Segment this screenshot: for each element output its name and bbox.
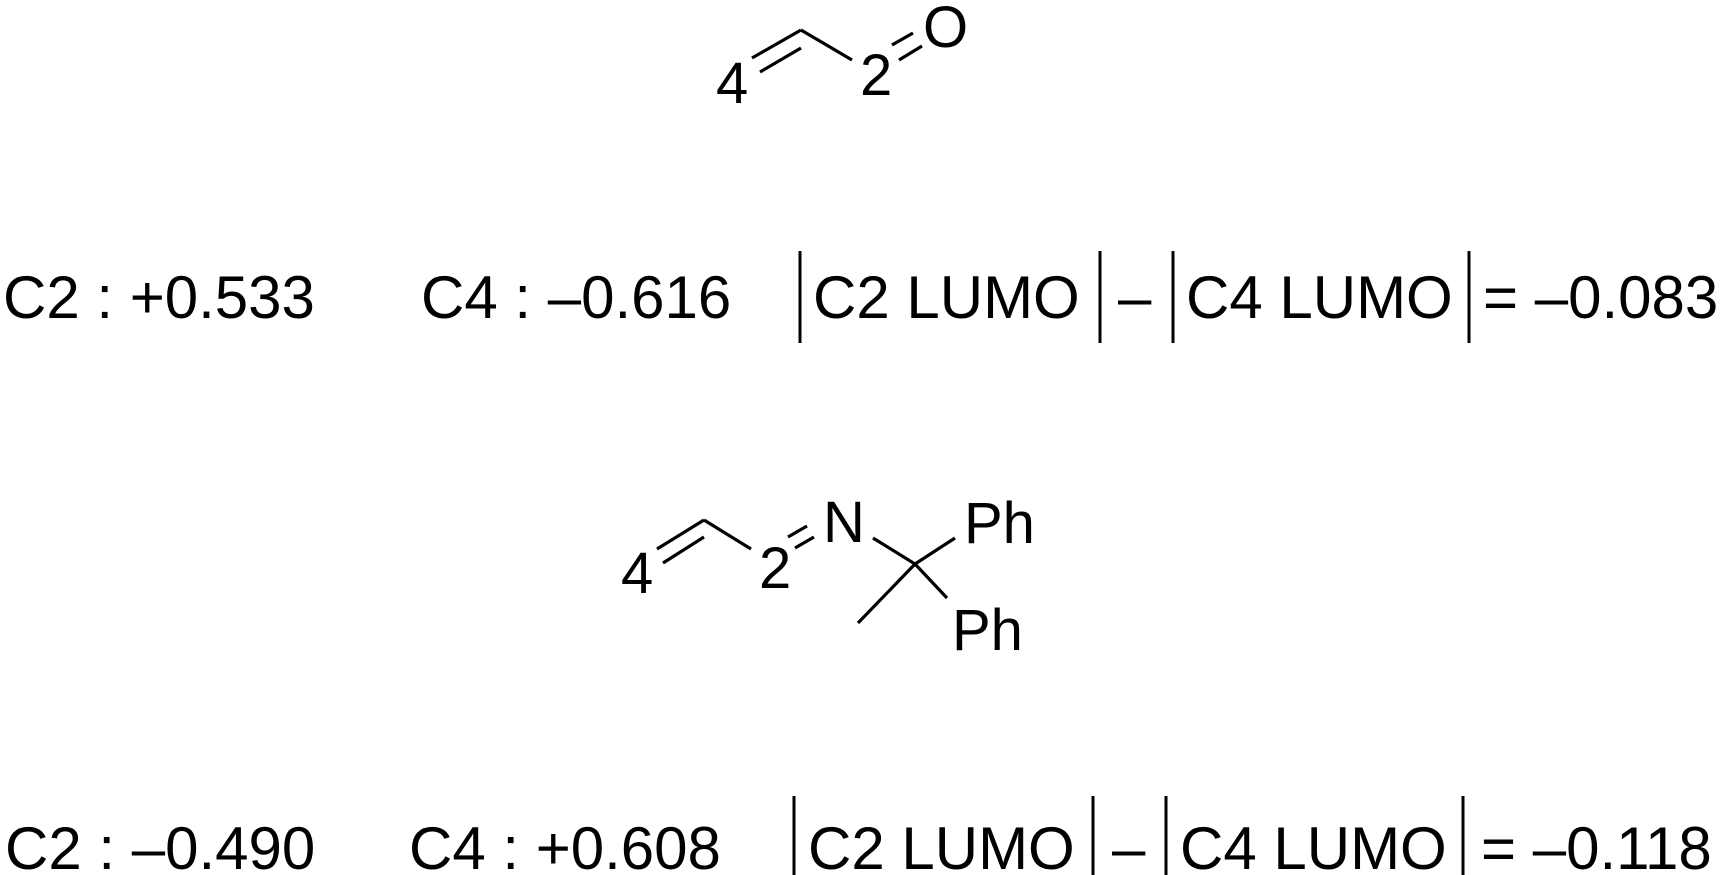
bond-c3-c2 (800, 28, 853, 62)
difference-result: = –0.083 (1483, 264, 1718, 331)
atom-label-oxygen: O (923, 0, 968, 60)
bond-c3-c2 (703, 518, 752, 551)
bond-c2-o-double (898, 44, 923, 62)
bond-c4-c3-double (759, 46, 802, 74)
bond-c-ph2 (913, 562, 949, 600)
bond-c2-o (891, 31, 914, 47)
atom-label-c4: 4 (621, 541, 653, 606)
atom-label-c2: 2 (759, 536, 791, 601)
c4-coefficient: C4 : –0.616 (421, 264, 731, 331)
imine-structure: 4 2 N Ph Ph (621, 490, 1035, 663)
acrolein-structure: 4 2 O (716, 0, 968, 116)
bond-c4-c3-double (662, 535, 705, 565)
atom-label-phenyl: Ph (964, 491, 1035, 556)
molecule-1-values: C2 : +0.533 C4 : –0.616 C2 LUMO – C4 LUM… (3, 251, 1718, 343)
bond-n-c (872, 536, 916, 566)
bond-c-ph1 (914, 536, 956, 566)
atom-label-nitrogen: N (823, 490, 865, 555)
c4-coefficient: C4 : +0.608 (409, 815, 721, 875)
c2-lumo-term: C2 LUMO (808, 815, 1075, 875)
c4-lumo-term: C4 LUMO (1186, 264, 1453, 331)
c2-coefficient: C2 : –0.490 (5, 815, 315, 875)
atom-label-c2: 2 (860, 43, 892, 108)
bond-c2-n-double (794, 535, 815, 550)
c4-lumo-term: C4 LUMO (1180, 815, 1447, 875)
bond-c4-c3 (751, 28, 802, 60)
difference-result: = –0.118 (1481, 815, 1712, 875)
molecule-2-values: C2 : –0.490 C4 : +0.608 C2 LUMO – C4 LUM… (5, 796, 1712, 875)
atom-label-phenyl: Ph (952, 598, 1023, 663)
bond-c4-c3 (656, 518, 705, 551)
bond-c-methyl (856, 562, 917, 625)
minus-sign: – (1112, 815, 1146, 875)
bond-c2-n (787, 524, 808, 539)
c2-lumo-term: C2 LUMO (813, 264, 1080, 331)
c2-coefficient: C2 : +0.533 (3, 264, 315, 331)
atom-label-c4: 4 (716, 51, 748, 116)
minus-sign: – (1118, 264, 1152, 331)
